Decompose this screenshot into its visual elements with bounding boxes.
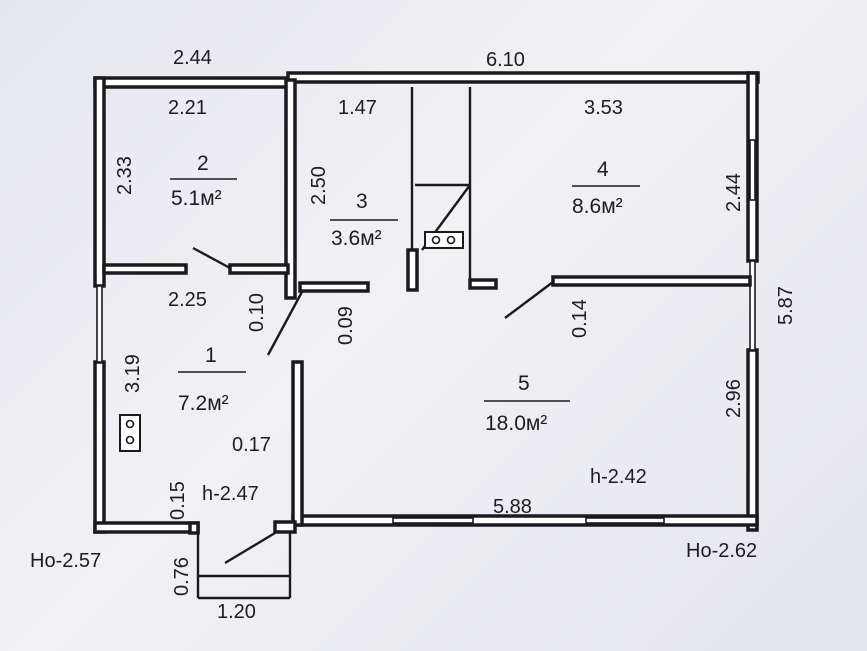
dim-partition-010: 0.10: [246, 293, 268, 332]
window-bottom-2: [585, 517, 665, 524]
room-4-area: 8.6м²: [572, 195, 623, 218]
room-3-area: 3.6м²: [331, 227, 382, 250]
window-left: [96, 285, 103, 363]
room-5-number: 5: [518, 372, 530, 395]
dim-room5-side: 2.96: [723, 379, 745, 418]
dim-room4-top: 3.53: [584, 97, 623, 119]
room-1-number: 1: [205, 344, 217, 367]
dim-top-right: 6.10: [486, 49, 525, 71]
stairs: [410, 87, 472, 280]
room-5-area: 18.0м²: [485, 412, 547, 435]
height-room5: h-2.42: [590, 466, 647, 488]
window-right: [749, 260, 756, 351]
dim-room1-width: 2.25: [168, 289, 207, 311]
door-porch: [224, 531, 276, 565]
door-room4: [504, 281, 554, 319]
dim-partition-015: 0.15: [167, 481, 189, 520]
window-right-upper: [749, 139, 756, 201]
dim-partition-014: 0.14: [569, 299, 591, 338]
room-2-number: 2: [197, 152, 209, 175]
dim-room3-side: 2.50: [308, 166, 330, 205]
dim-top-left: 2.44: [173, 47, 212, 69]
dim-right-outer: 5.87: [775, 286, 797, 325]
dim-room3-top: 1.47: [338, 97, 377, 119]
room-2-area: 5.1м²: [171, 187, 222, 210]
height-outer-right: Ho-2.62: [686, 540, 757, 562]
dim-room4-side: 2.44: [723, 173, 745, 212]
room-labels: 2 5.1м² 3 3.6м² 4 8.6м² 1 7.2м² 5 18.0м²: [170, 152, 640, 435]
door-room3: [266, 289, 305, 356]
windows: [96, 139, 756, 524]
porch: [196, 532, 292, 600]
dim-partition-017: 0.17: [232, 434, 271, 456]
height-room1: h-2.47: [202, 483, 259, 505]
room-3-number: 3: [356, 190, 368, 213]
stove-icon: [424, 231, 464, 249]
dim-bottom-room5: 5.88: [493, 496, 532, 518]
dim-partition-009: 0.09: [335, 306, 357, 345]
dim-room1-side: 3.19: [122, 354, 144, 393]
dim-room2-top: 2.21: [168, 97, 207, 119]
height-labels: h-2.47 h-2.42 Ho-2.57 Ho-2.62: [30, 466, 757, 572]
doors: [192, 246, 554, 565]
dim-room2-side: 2.33: [114, 156, 136, 195]
dim-porch-depth: 0.76: [171, 557, 193, 596]
height-outer-left: Ho-2.57: [30, 550, 101, 572]
door-room2: [192, 246, 231, 270]
window-bottom-1: [392, 517, 474, 524]
dimension-labels: 2.44 6.10 2.21 1.47 3.53 2.25 5.88 0.17 …: [114, 47, 797, 623]
room-4-number: 4: [597, 158, 609, 181]
room-1-area: 7.2м²: [178, 392, 229, 415]
dim-porch-width: 1.20: [217, 601, 256, 623]
partitions: [102, 78, 752, 535]
stove-room1-icon: [119, 414, 141, 452]
